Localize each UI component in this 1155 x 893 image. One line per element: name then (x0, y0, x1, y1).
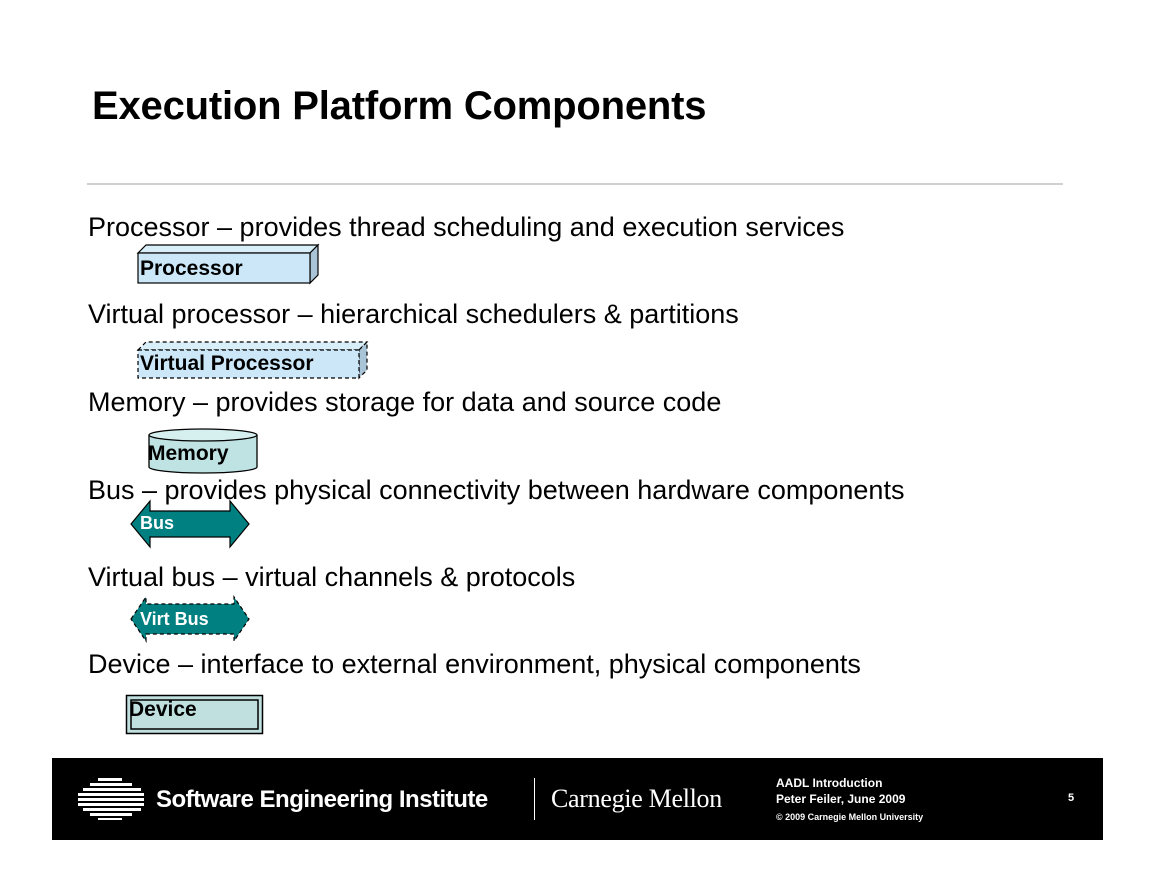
sei-logo-icon (78, 778, 144, 820)
virtual-processor-component-icon (136, 340, 369, 380)
processor-component-label: Processor (140, 257, 243, 280)
processor-component-icon (136, 243, 320, 285)
virtual-processor-component-label: Virtual Processor (140, 352, 314, 375)
virtual-bus-component-label: Virt Bus (140, 609, 209, 629)
device-component-label: Device (129, 698, 197, 721)
bus-description: Bus – provides physical connectivity bet… (88, 475, 905, 505)
page-number: 5 (1068, 792, 1075, 804)
device-component-icon (125, 694, 264, 735)
device-description: Device – interface to external environme… (88, 649, 861, 679)
author-date: Peter Feiler, June 2009 (776, 792, 906, 806)
virtual-bus-description: Virtual bus – virtual channels & protoco… (88, 562, 576, 592)
title-divider (87, 183, 1063, 185)
copyright: © 2009 Carnegie Mellon University (776, 812, 924, 822)
virtual-processor-description: Virtual processor – hierarchical schedul… (88, 299, 739, 329)
university-name: Carnegie Mellon (551, 784, 722, 813)
course-title: AADL Introduction (776, 776, 883, 790)
memory-component-icon (148, 428, 258, 474)
memory-description: Memory – provides storage for data and s… (88, 387, 722, 417)
processor-description: Processor – provides thread scheduling a… (88, 212, 845, 242)
footer-bar: Software Engineering Institute Carnegie … (52, 758, 1103, 840)
bus-component-icon (130, 499, 250, 549)
institute-name: Software Engineering Institute (156, 786, 488, 813)
virtual-bus-component-icon (130, 595, 250, 643)
bus-component-label: Bus (140, 513, 175, 533)
slide-title: Execution Platform Components (92, 84, 707, 128)
footer-divider (534, 778, 535, 820)
memory-component-label: Memory (148, 442, 229, 465)
